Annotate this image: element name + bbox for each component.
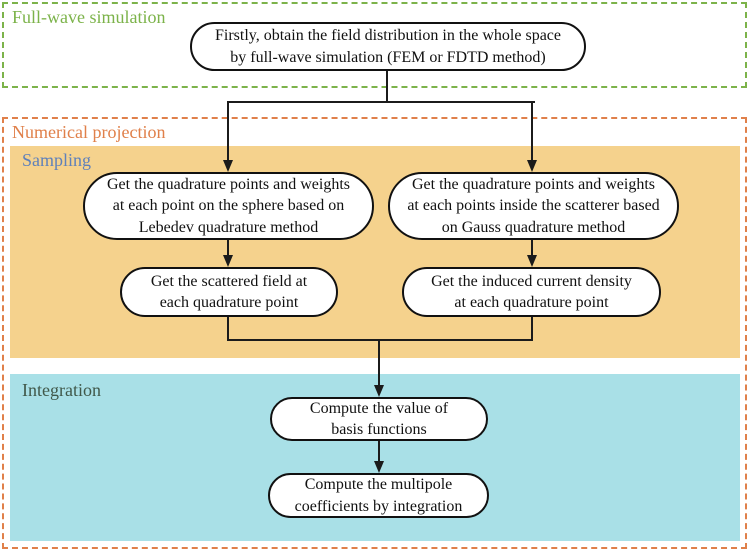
numerical-projection-frame xyxy=(2,117,747,549)
connector-left-branch xyxy=(227,101,229,161)
node-gauss-quadrature: Get the quadrature points and weights at… xyxy=(388,172,679,240)
full-wave-simulation-frame xyxy=(2,2,747,88)
arrowhead-multipole xyxy=(374,461,384,473)
arrowhead-induced xyxy=(527,255,537,267)
node-scattered-field: Get the scattered field at each quadratu… xyxy=(120,267,338,317)
connector-split-horizontal xyxy=(227,101,535,103)
connector-merge-horizontal xyxy=(227,339,533,341)
arrowhead-scattered xyxy=(223,255,233,267)
numerical-projection-label: Numerical projection xyxy=(12,122,166,142)
connector-gauss-to-induced xyxy=(531,240,533,256)
connector-right-merge-down xyxy=(531,317,533,341)
node-basis-functions: Compute the value of basis functions xyxy=(270,397,488,441)
arrowhead-right-branch xyxy=(527,160,537,172)
node-lebedev-quadrature: Get the quadrature points and weights at… xyxy=(83,172,374,240)
connector-top-down xyxy=(386,70,388,103)
connector-merge-to-basis xyxy=(378,339,380,386)
node-induced-current: Get the induced current density at each … xyxy=(402,267,661,317)
connector-right-branch xyxy=(531,101,533,161)
connector-lebedev-to-scattered xyxy=(227,240,229,256)
arrowhead-left-branch xyxy=(223,160,233,172)
sampling-label: Sampling xyxy=(22,150,92,170)
node-full-wave-sim: Firstly, obtain the field distribution i… xyxy=(190,22,586,71)
integration-label: Integration xyxy=(22,380,101,400)
full-wave-simulation-label: Full-wave simulation xyxy=(12,7,166,27)
connector-basis-to-multipole xyxy=(378,441,380,462)
arrowhead-basis xyxy=(374,385,384,397)
connector-left-merge-down xyxy=(227,317,229,341)
node-multipole-coefficients: Compute the multipole coefficients by in… xyxy=(268,473,489,518)
